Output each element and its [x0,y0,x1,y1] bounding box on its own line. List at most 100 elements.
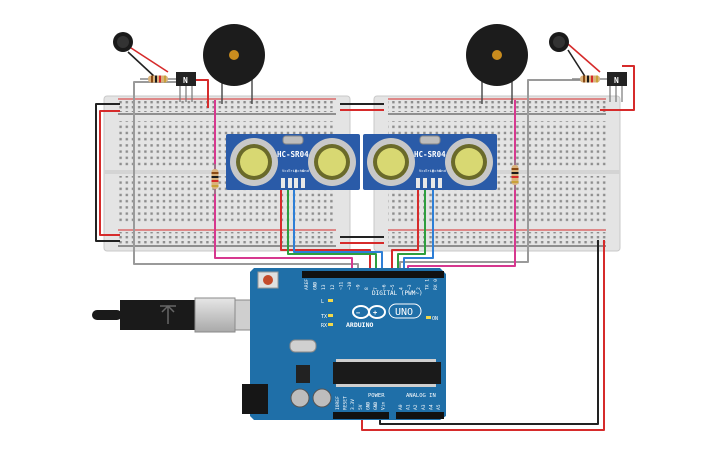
sensor-left-model: HC-SR04 [277,150,309,159]
digital-pin-label-6: ~9 [356,284,362,290]
digital-pin-label-0: AREF [304,279,310,290]
arduino-model: UNO [395,307,413,318]
transistor-left[interactable]: N [176,72,196,102]
analog-pin-label-4: A4 [428,404,434,410]
sensor-left-pin-vcc: Vcc [282,168,289,173]
analog-label: ANALOG IN [406,393,436,399]
arduino-logo: − + [352,305,386,319]
sensor-left-header [281,178,305,188]
digital-pin-label-11: 4 [399,287,405,290]
voltage-regulator [296,365,310,383]
wire-black-left-loop[interactable] [95,103,120,242]
resistor-left-base[interactable] [140,75,178,83]
analog-pin-label-5: A5 [436,404,442,410]
reset-button[interactable] [263,275,273,285]
power-pin-label-0: IOREF [335,396,341,410]
digital-pin-label-7: 8 [364,287,370,290]
analog-pin-label-1: A1 [406,404,412,410]
capacitor-1 [290,388,310,408]
atmega-chip-pins [336,359,436,387]
digital-pin-label-4: ~11 [338,281,344,290]
analog-header[interactable] [396,412,444,419]
transistor-left-label: N [183,76,188,85]
sensor-right-pin-trig: Trig [425,168,434,173]
digital-pin-label-12: ~3 [407,284,413,290]
sensor-right-model: HC-SR04 [414,150,446,159]
transducer-right-1 [367,138,415,186]
digital-pin-label-5: ~10 [347,281,353,290]
l-led [328,299,333,302]
vibration-motor-right[interactable] [549,32,601,79]
wire-red-left-vcc[interactable] [280,190,371,274]
digital-pin-label-9: ~6 [381,284,387,290]
vibration-motor-left[interactable] [113,32,169,79]
power-pin-label-3: 5V [358,404,364,410]
power-rail-bottom-left [118,229,336,247]
power-rail-top-right [388,98,606,115]
resistor-right-base[interactable] [572,75,610,83]
piezo-buzzer-right[interactable] [466,24,528,104]
wire-red-power-return[interactable] [361,240,605,431]
wire-blue-left-echo[interactable] [293,190,383,274]
dc-power-jack [242,384,268,414]
svg-text:+: + [373,309,377,317]
wire-gray-left-transistor[interactable] [133,81,359,274]
wire-red-left-motor[interactable] [196,79,209,108]
resistor-left-board[interactable] [211,164,219,194]
power-rail-bottom-right [388,229,606,247]
digital-pin-label-15: RX 0 [433,279,439,290]
analog-pin-label-0: A0 [398,404,404,410]
resistor-right-board[interactable] [511,160,519,190]
power-label: POWER [368,393,385,399]
power-header[interactable] [333,412,389,419]
power-pin-label-2: 3.3V [350,399,356,410]
transistor-right-label: N [614,76,619,85]
power-pin-label-5: GND [373,401,379,410]
transducer-right-2 [445,138,493,186]
transducer-left-1 [230,138,278,186]
svg-text:−: − [356,309,360,317]
power-pin-label-4: GND [365,401,371,410]
wire-red-right-loop[interactable] [600,65,635,111]
crystal-oscillator [289,339,317,353]
power-pin-label-6: Vin [381,401,387,410]
atmega-chip [333,362,441,384]
rx-led-label: RX [321,323,327,329]
digital-pin-label-2: 13 [321,284,327,290]
digital-pin-label-10: ~5 [390,284,396,290]
wire-red-left-loop[interactable] [99,110,120,236]
piezo-buzzer-left[interactable] [203,24,265,104]
analog-pin-label-2: A2 [413,404,419,410]
digital-header[interactable] [302,271,444,278]
digital-pin-label-14: TX 1 [424,279,430,290]
sensor-left-pin-echo: Echo [295,168,305,173]
sensor-right-pin-gnd: Gnd [439,168,446,173]
wire-gray-right-transistor[interactable] [399,79,590,274]
ultrasonic-sensor-right[interactable]: HC-SR04 Vcc Trig Echo Gnd [363,134,497,190]
wire-green-left-trig[interactable] [287,190,377,274]
wire-green-right-trig[interactable] [397,190,426,274]
transducer-left-2 [308,138,356,186]
power-pin-label-1: RESET [343,396,349,410]
tx-led-label: TX [321,314,327,320]
wire-red-right-vcc[interactable] [391,190,419,274]
transistor-right[interactable]: N [607,72,627,102]
l-led-label: L [321,299,324,305]
digital-pin-label-8: 7 [373,287,379,290]
ultrasonic-sensor-left[interactable]: HC-SR04 Vcc Trig Echo Gnd [226,134,360,190]
arduino-brand: ARDUINO [346,321,373,329]
wire-blue-right-echo[interactable] [403,190,434,274]
on-led [426,316,431,319]
power-rail-top-left [118,98,336,115]
uno-badge [388,303,422,319]
analog-pin-label-3: A3 [421,404,427,410]
sensor-left-pin-gnd: Gnd [302,168,309,173]
capacitor-2 [312,388,332,408]
sensor-right-pin-vcc: Vcc [419,168,426,173]
sensor-right-header [416,178,442,188]
